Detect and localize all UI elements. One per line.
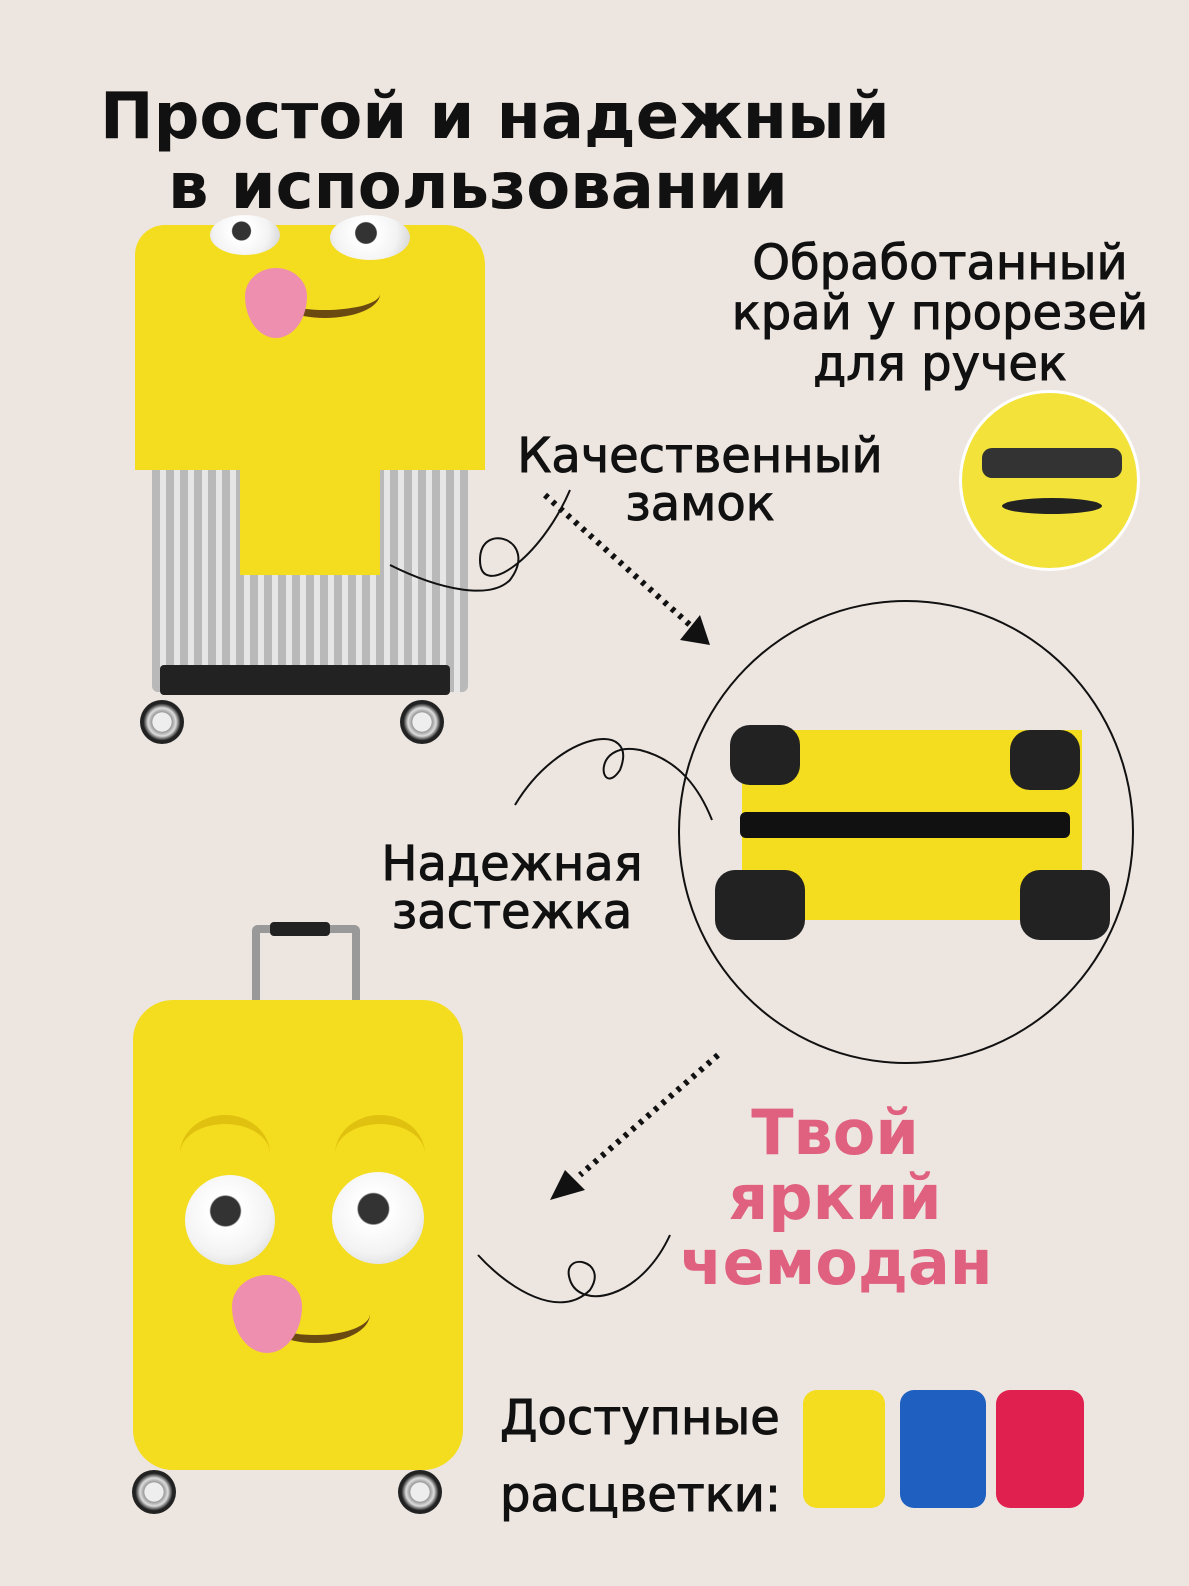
title-line-1: Простой и надежный xyxy=(100,80,890,154)
variant-blue[interactable] xyxy=(900,1390,986,1508)
feature-bright-label: Твой яркий чемодан xyxy=(680,1096,993,1300)
handle-closeup-image xyxy=(962,393,1137,568)
feature-colors-label: Доступные расцветки: xyxy=(499,1380,782,1534)
edge-line-2: край у прорезей xyxy=(731,285,1149,342)
bottom-view-circle xyxy=(678,600,1134,1064)
clasp-line-1: Надежная xyxy=(381,836,643,892)
title-line-2: в использовании xyxy=(168,150,788,225)
colors-line-2: расцветки: xyxy=(499,1466,782,1523)
arrowhead-1 xyxy=(680,615,710,645)
dotted-arrow-2 xyxy=(578,1052,720,1178)
arrow-lock xyxy=(389,489,571,592)
clasp-line-2: застежка xyxy=(391,884,633,940)
variant-yellow[interactable] xyxy=(803,1390,885,1508)
feature-lock-label: Качественный замок xyxy=(500,428,900,532)
arrow-clasp xyxy=(514,738,713,821)
bright-line-3: чемодан xyxy=(680,1226,993,1300)
page-title: Простой и надежный в использовании xyxy=(100,82,890,223)
edge-line-3: для ручек xyxy=(813,335,1068,392)
edge-line-1: Обработанный xyxy=(752,235,1128,291)
arrow-main xyxy=(477,1234,671,1304)
feature-clasp-label: Надежная застежка xyxy=(372,836,652,940)
variant-pink[interactable] xyxy=(996,1390,1084,1508)
lock-line-2: замок xyxy=(625,476,776,532)
dotted-arrow-1 xyxy=(542,492,693,628)
feature-edge-label: Обработанный край у прорезей для ручек xyxy=(720,235,1160,392)
bright-line-2: яркий xyxy=(728,1161,942,1235)
arrowhead-2 xyxy=(550,1170,585,1200)
bright-line-1: Твой xyxy=(751,1096,919,1169)
colors-line-1: Доступные xyxy=(499,1390,780,1447)
lock-line-1: Качественный xyxy=(517,428,883,484)
